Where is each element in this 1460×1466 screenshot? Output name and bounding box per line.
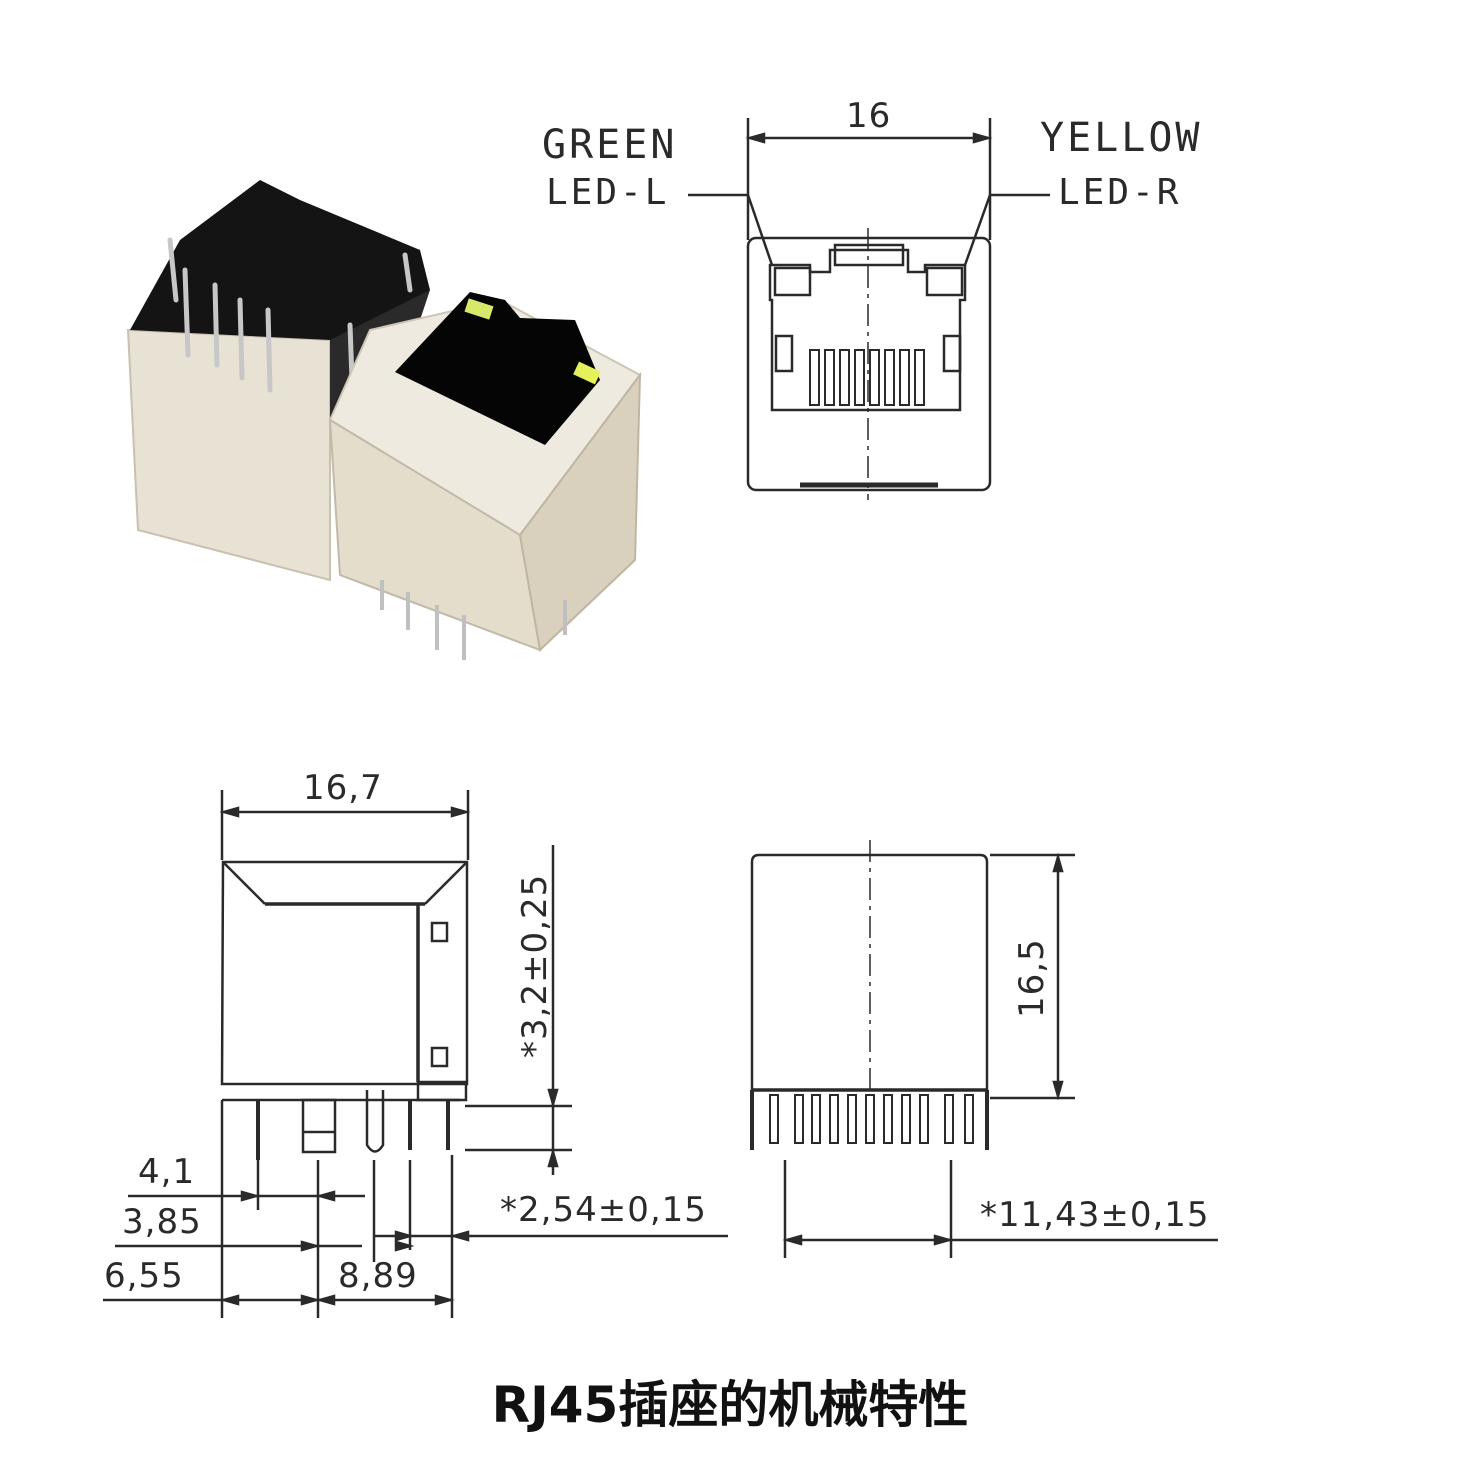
front-view-drawing bbox=[688, 118, 1050, 500]
yellow-led bbox=[573, 361, 601, 385]
dim-6-55: 6,55 bbox=[104, 1256, 184, 1296]
product-photo bbox=[126, 180, 642, 660]
dim-8-89: 8,89 bbox=[338, 1256, 418, 1296]
rear-view-drawing bbox=[750, 840, 1218, 1258]
dim-3-85: 3,85 bbox=[122, 1202, 202, 1242]
right-led-name-label: LED-R bbox=[1058, 172, 1182, 213]
left-led-color-label: GREEN bbox=[542, 122, 678, 168]
pin-span-dim: *11,43±0,15 bbox=[980, 1195, 1210, 1235]
dim-4-1: 4,1 bbox=[138, 1152, 196, 1192]
right-led-color-label: YELLOW bbox=[1040, 115, 1203, 161]
rear-height-dim: 16,5 bbox=[1012, 938, 1052, 1018]
side-height-dim: *3,2±0,25 bbox=[515, 873, 555, 1058]
caption-title: RJ45插座的机械特性 bbox=[491, 1376, 969, 1434]
pin-pitch-dim: *2,54±0,15 bbox=[500, 1190, 707, 1230]
green-led bbox=[464, 298, 494, 320]
front-width-dim: 16 bbox=[846, 96, 892, 136]
side-width-dim: 16,7 bbox=[303, 768, 383, 808]
side-view-drawing bbox=[103, 790, 728, 1318]
left-led-name-label: LED-L bbox=[546, 172, 670, 213]
